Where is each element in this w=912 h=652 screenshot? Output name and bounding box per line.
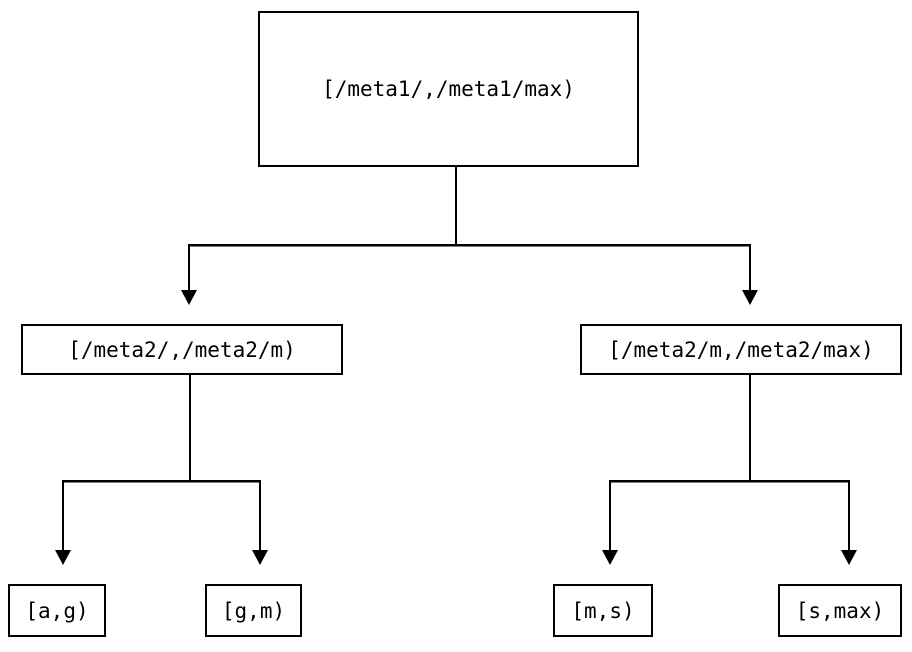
edge-root-to-mid-left xyxy=(181,167,458,305)
edge-mid-right-to-leaf-ms xyxy=(602,375,752,565)
tree-node-leaf-g-m[interactable]: [g,m) xyxy=(205,584,302,637)
tree-node-leaf-s-max[interactable]: [s,max) xyxy=(778,584,902,637)
edge-mid-left-to-leaf-gm xyxy=(189,480,268,565)
edge-mid-left-to-leaf-ag xyxy=(55,375,192,565)
tree-node-mid-left[interactable]: [/meta2/,/meta2/m) xyxy=(21,324,343,375)
tree-node-leaf-m-s[interactable]: [m,s) xyxy=(553,584,653,637)
tree-node-root[interactable]: [/meta1/,/meta1/max) xyxy=(258,11,639,167)
tree-node-mid-right[interactable]: [/meta2/m,/meta2/max) xyxy=(580,324,902,375)
edge-mid-right-to-leaf-smax xyxy=(749,480,857,565)
tree-node-leaf-a-g[interactable]: [a,g) xyxy=(8,584,106,637)
edge-root-to-mid-right xyxy=(455,243,758,305)
